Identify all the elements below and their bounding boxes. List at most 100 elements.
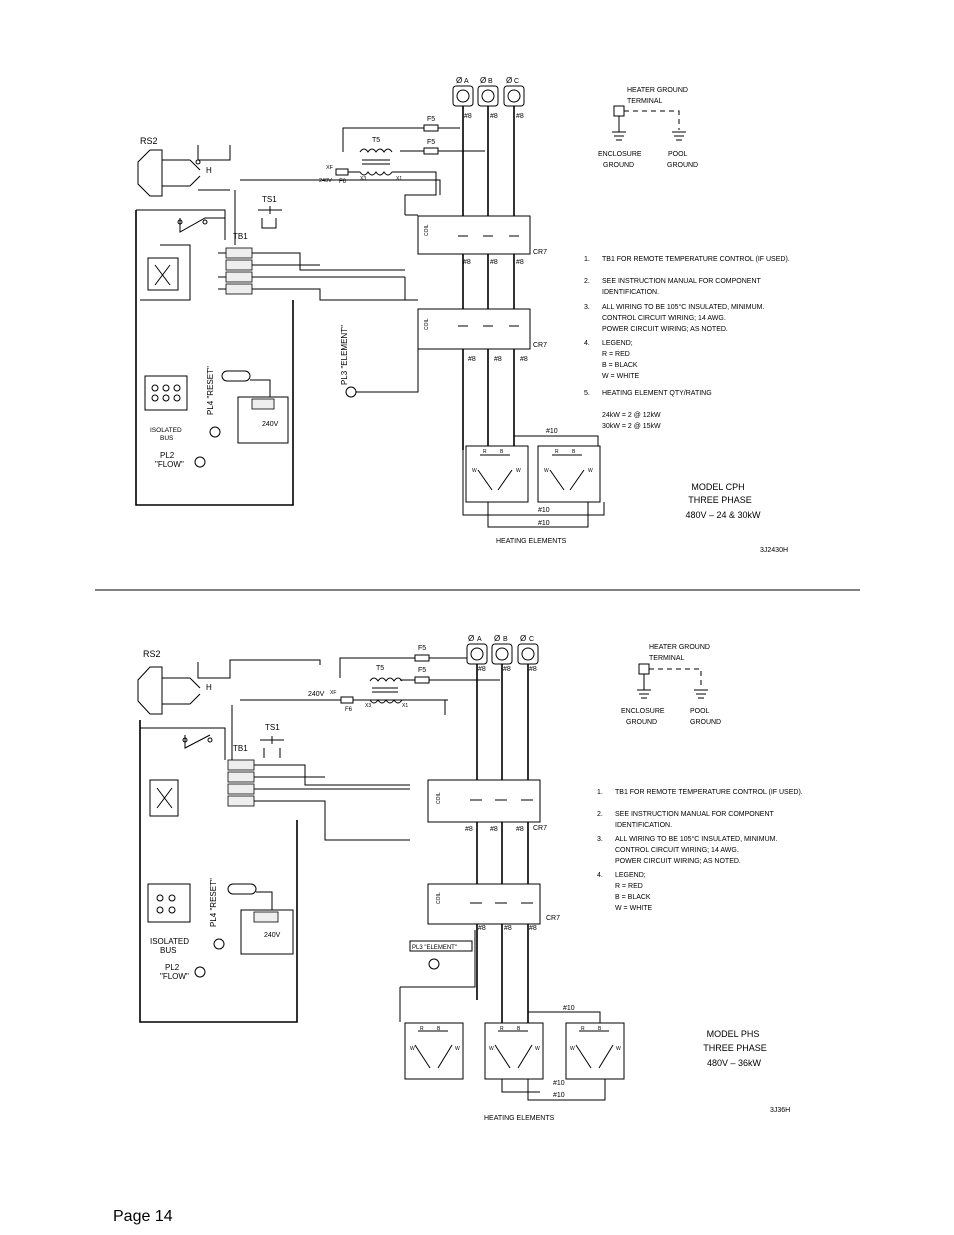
- svg-text:COIL: COIL: [424, 224, 430, 236]
- svg-text:#8: #8: [478, 666, 486, 673]
- note-line: ALL WIRING TO BE 105°C INSULATED, MINIMU…: [602, 303, 764, 311]
- note-line: B = BLACK: [602, 362, 638, 369]
- svg-text:#8: #8: [529, 666, 537, 673]
- svg-text:B: B: [437, 1026, 441, 1032]
- svg-text:C: C: [514, 78, 519, 85]
- f5-label-1: F5: [427, 116, 435, 123]
- pl2-label: PL2: [160, 451, 175, 460]
- svg-text:240V: 240V: [264, 932, 281, 939]
- svg-text:Ø: Ø: [456, 76, 462, 85]
- f6-label: F6: [339, 179, 347, 185]
- note-line: TB1 FOR REMOTE TEMPERATURE CONTROL (IF U…: [615, 789, 803, 796]
- note-number: 2.: [584, 278, 590, 285]
- transformer-t5-2: [369, 677, 403, 682]
- svg-text:T5: T5: [376, 665, 384, 672]
- svg-text:R: R: [420, 1026, 424, 1032]
- pl3-lamp-2: [428, 958, 440, 970]
- heating-element-1: [465, 445, 529, 503]
- diagram-model-cph: RS2 H TS1 TB1 ISOLATED BUS: [135, 76, 790, 554]
- model-rating-1: 480V – 24 & 30kW: [685, 510, 761, 520]
- reset-button: [221, 370, 251, 382]
- svg-text:GROUND: GROUND: [690, 719, 721, 726]
- svg-text:TS1: TS1: [265, 723, 280, 732]
- svg-text:CR7: CR7: [533, 825, 547, 832]
- svg-text:W: W: [410, 1046, 415, 1052]
- note-line: CONTROL CIRCUIT WIRING; 14 AWG.: [602, 315, 726, 322]
- note-line: TB1 FOR REMOTE TEMPERATURE CONTROL (IF U…: [602, 256, 790, 263]
- tb1-label: TB1: [233, 232, 248, 241]
- note-line: SEE INSTRUCTION MANUAL FOR COMPONENT: [615, 811, 775, 818]
- svg-text:#8: #8: [516, 259, 524, 266]
- note-number: 1.: [597, 789, 603, 796]
- fuse-f5-4: [414, 676, 430, 684]
- svg-text:R: R: [483, 449, 487, 455]
- note-line: IDENTIFICATION.: [615, 822, 672, 829]
- model-phase-2: THREE PHASE: [703, 1043, 767, 1053]
- heating-element-5: [565, 1022, 625, 1080]
- note-line: W = WHITE: [615, 905, 652, 912]
- drawing-number-1: 3J2430H: [760, 547, 788, 554]
- svg-text:#8: #8: [490, 113, 498, 120]
- isolated-bus-2: [147, 883, 191, 923]
- reset-button-2: [227, 883, 257, 895]
- note-line: 24kW = 2 @ 12kW: [602, 412, 661, 419]
- svg-text:F5: F5: [418, 645, 426, 652]
- heating-element-4: [484, 1022, 544, 1080]
- pl4-lamp: [209, 426, 221, 438]
- svg-text:TERMINAL: TERMINAL: [627, 98, 663, 105]
- svg-text:"FLOW": "FLOW": [160, 972, 189, 981]
- svg-text:HEATER GROUND: HEATER GROUND: [627, 87, 688, 94]
- svg-text:#8: #8: [494, 356, 502, 363]
- cr7-label-2: CR7: [533, 342, 547, 349]
- cr7-label-1: CR7: [533, 249, 547, 256]
- svg-text:TB1: TB1: [233, 744, 248, 753]
- svg-text:#8: #8: [490, 259, 498, 266]
- x3-label: X3: [360, 176, 366, 182]
- x1-label: X1: [396, 176, 402, 182]
- rs2-switch-symbol-2: [137, 666, 163, 715]
- svg-text:A: A: [464, 78, 469, 85]
- svg-text:#10: #10: [538, 507, 550, 514]
- note-number: 3.: [597, 836, 603, 843]
- svg-text:W: W: [455, 1046, 460, 1052]
- svg-text:#8: #8: [468, 356, 476, 363]
- svg-text:ISOLATED: ISOLATED: [150, 937, 189, 946]
- svg-text:W: W: [472, 468, 477, 474]
- svg-text:R: R: [555, 449, 559, 455]
- heating-elements-label-2: HEATING ELEMENTS: [484, 1115, 555, 1122]
- svg-text:W: W: [516, 468, 521, 474]
- isolated-bus: [144, 375, 188, 411]
- note-line: IDENTIFICATION.: [602, 289, 659, 296]
- note-line: ALL WIRING TO BE 105°C INSULATED, MINIMU…: [615, 835, 777, 843]
- svg-text:B: B: [488, 78, 493, 85]
- svg-text:X3: X3: [365, 703, 371, 709]
- note-number: 4.: [584, 340, 590, 347]
- svg-text:#8: #8: [516, 113, 524, 120]
- xf-label: XF: [326, 165, 334, 171]
- heating-elements-label-1: HEATING ELEMENTS: [496, 538, 567, 545]
- svg-text:HEATER GROUND: HEATER GROUND: [649, 644, 710, 651]
- heating-element-3: [404, 1022, 464, 1080]
- svg-text:#8: #8: [464, 113, 472, 120]
- notes-diagram-2: 1. TB1 FOR REMOTE TEMPERATURE CONTROL (IF…: [597, 789, 803, 912]
- phase-terminals: Ø A Ø B Ø C: [452, 76, 525, 107]
- heating-element-2: [537, 445, 601, 503]
- svg-text:240V: 240V: [308, 691, 325, 698]
- pl3-lamp: [345, 386, 357, 398]
- svg-text:Ø: Ø: [468, 634, 474, 643]
- note-number: 5.: [584, 390, 590, 397]
- svg-text:#10: #10: [553, 1092, 565, 1099]
- heater-ground-terminal: [613, 105, 625, 117]
- svg-text:F5: F5: [418, 667, 426, 674]
- svg-text:BUS: BUS: [160, 946, 176, 955]
- fuse-f6: [335, 168, 349, 176]
- pool-ground-symbol: [672, 131, 686, 141]
- note-number: 2.: [597, 811, 603, 818]
- svg-text:Ø: Ø: [494, 634, 500, 643]
- svg-text:B: B: [517, 1026, 521, 1032]
- pl3-element-label: PL3 "ELEMENT": [340, 325, 349, 385]
- f5-label-2: F5: [427, 139, 435, 146]
- svg-text:XF: XF: [330, 690, 336, 696]
- svg-text:X1: X1: [402, 703, 408, 709]
- rs2-label: RS2: [140, 136, 158, 146]
